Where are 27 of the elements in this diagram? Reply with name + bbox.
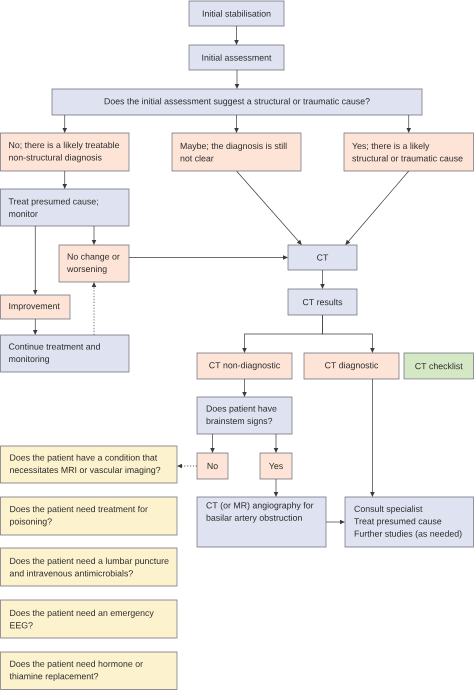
process-box: Treat presumed cause; monitor <box>0 188 130 226</box>
process-box: Consult specialist Treat presumed cause Further studies (as needed) <box>344 496 474 548</box>
outcome-box: Yes; there is a likely structural or traumatic cause <box>344 132 474 172</box>
question-box: Does the patient have a condition that necessitates MRI or vascular imaging? <box>0 446 178 484</box>
outcome-box: CT diagnostic <box>304 352 400 380</box>
arrow <box>345 170 410 245</box>
decision-box: Does patient have brainstem signs? <box>196 396 292 434</box>
decision-box: Does the initial assessment suggest a structural or traumatic cause? <box>52 88 422 116</box>
process-box: CT (or MR) angiography for basilar artery obstruction <box>196 496 326 548</box>
process-box: Continue treatment and monitoring <box>0 334 130 372</box>
outcome-box: No change or worsening <box>58 244 130 282</box>
arrow <box>236 170 302 245</box>
question-box: Does the patient need hormone or thiamine replacement? <box>0 652 178 690</box>
outcome-box: No <box>196 452 228 480</box>
question-box: Does the patient need an emergency EEG? <box>0 600 178 638</box>
process-box: CT results <box>288 288 358 316</box>
checklist-box: CT checklist <box>404 352 474 380</box>
question-box: Does the patient need treatment for poisoning? <box>0 496 178 536</box>
outcome-box: Improvement <box>0 294 70 320</box>
process-box: CT <box>288 244 358 270</box>
process-box: Initial stabilisation <box>188 0 284 26</box>
outcome-box: No; there is a likely treatable non-structural diagnosis <box>0 132 130 172</box>
outcome-box: Yes <box>260 452 292 480</box>
outcome-box: CT non-diagnostic <box>196 352 292 380</box>
process-box: Initial assessment <box>188 44 284 70</box>
outcome-box: Maybe; the diagnosis is still not clear <box>172 132 302 172</box>
question-box: Does the patient need a lumbar puncture and intravenous antimicrobials? <box>0 548 178 586</box>
